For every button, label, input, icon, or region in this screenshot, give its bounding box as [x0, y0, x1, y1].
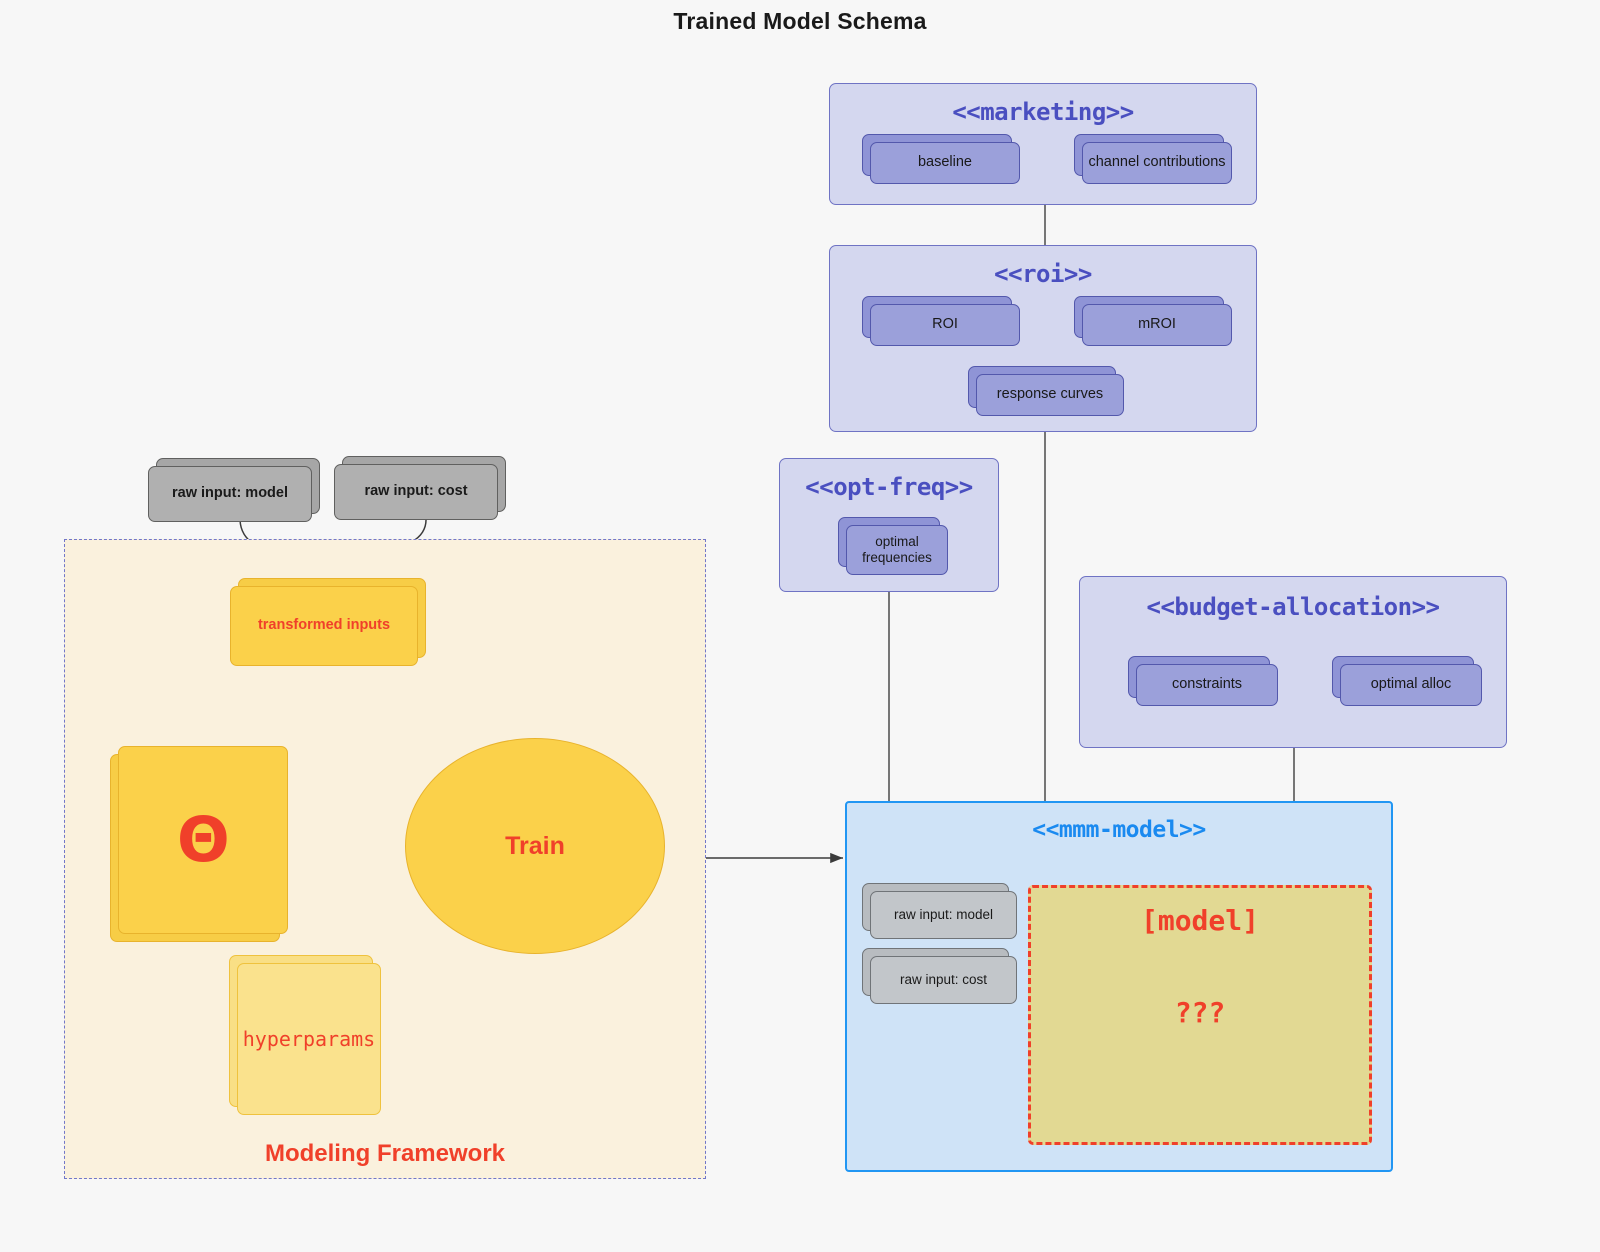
model-label: [model] [1140, 904, 1259, 937]
package-title-marketing: <<marketing>> [952, 98, 1134, 126]
train-activity[interactable]: Train [405, 738, 665, 954]
node-channel-contributions[interactable]: channel contributions [1074, 134, 1232, 184]
node-label: channel contributions [1088, 154, 1226, 171]
node-label: hyperparams [242, 1027, 376, 1051]
page-title: Trained Model Schema [673, 8, 927, 34]
node-card-front: Θ [118, 746, 288, 934]
node-response-curves[interactable]: response curves [968, 366, 1124, 416]
node-card-front: raw input: model [148, 466, 312, 522]
node-roi[interactable]: ROI [862, 296, 1020, 346]
node-card-front: channel contributions [1082, 142, 1232, 184]
node-constraints[interactable]: constraints [1128, 656, 1278, 706]
node-label: response curves [996, 386, 1104, 403]
package-title-roi: <<roi>> [994, 260, 1092, 288]
node-raw-input-cost[interactable]: raw input: cost [334, 456, 506, 520]
package-title-mmm-model: <<mmm-model>> [1032, 817, 1206, 843]
node-card-front: raw input: model [870, 891, 1017, 939]
node-label: optimal alloc [1370, 676, 1452, 693]
package-roi[interactable]: <<roi>> ROI mROI response curves [829, 245, 1257, 432]
node-card-front: response curves [976, 374, 1124, 416]
node-baseline[interactable]: baseline [862, 134, 1020, 184]
node-label: raw input: cost [899, 971, 988, 987]
node-label: raw input: model [172, 485, 288, 502]
node-label: constraints [1171, 676, 1243, 693]
node-card-front: raw input: cost [870, 956, 1017, 1004]
modeling-framework-label: Modeling Framework [264, 1140, 506, 1167]
node-card-front: baseline [870, 142, 1020, 184]
node-mmm-raw-input-cost[interactable]: raw input: cost [862, 948, 1017, 1004]
package-marketing[interactable]: <<marketing>> baseline channel contribut… [829, 83, 1257, 205]
node-optimal-alloc[interactable]: optimal alloc [1332, 656, 1482, 706]
node-card-front: optimal alloc [1340, 664, 1482, 706]
model-placeholder-box[interactable]: [model] ??? [1028, 885, 1372, 1145]
node-label: raw input: model [893, 906, 994, 922]
node-label: baseline [917, 154, 972, 171]
node-mmm-raw-input-model[interactable]: raw input: model [862, 883, 1017, 939]
node-hyperparams[interactable]: hyperparams [229, 955, 381, 1115]
package-title-budget-allocation: <<budget-allocation>> [1146, 593, 1440, 621]
package-title-opt-freq: <<opt-freq>> [805, 473, 973, 501]
node-card-front: constraints [1136, 664, 1278, 706]
node-card-front: mROI [1082, 304, 1232, 346]
node-mroi[interactable]: mROI [1074, 296, 1232, 346]
package-mmm-model[interactable]: <<mmm-model>> raw input: model raw input… [845, 801, 1393, 1172]
node-card-front: transformed inputs [230, 586, 418, 666]
node-label: mROI [1138, 316, 1176, 333]
node-label: raw input: cost [364, 483, 468, 500]
node-label: ROI [932, 316, 958, 333]
node-card-front: raw input: cost [334, 464, 498, 520]
node-card-front: ROI [870, 304, 1020, 346]
node-theta[interactable]: Θ [110, 746, 288, 942]
package-budget-allocation[interactable]: <<budget-allocation>> constraints optima… [1079, 576, 1507, 748]
node-raw-input-model[interactable]: raw input: model [148, 458, 320, 522]
theta-glyph: Θ [177, 802, 230, 876]
node-label: transformed inputs [257, 617, 391, 634]
model-question-mark: ??? [1174, 996, 1226, 1029]
node-transformed-inputs[interactable]: transformed inputs [230, 578, 426, 666]
node-card-front: hyperparams [237, 963, 381, 1115]
train-label: Train [505, 831, 565, 860]
